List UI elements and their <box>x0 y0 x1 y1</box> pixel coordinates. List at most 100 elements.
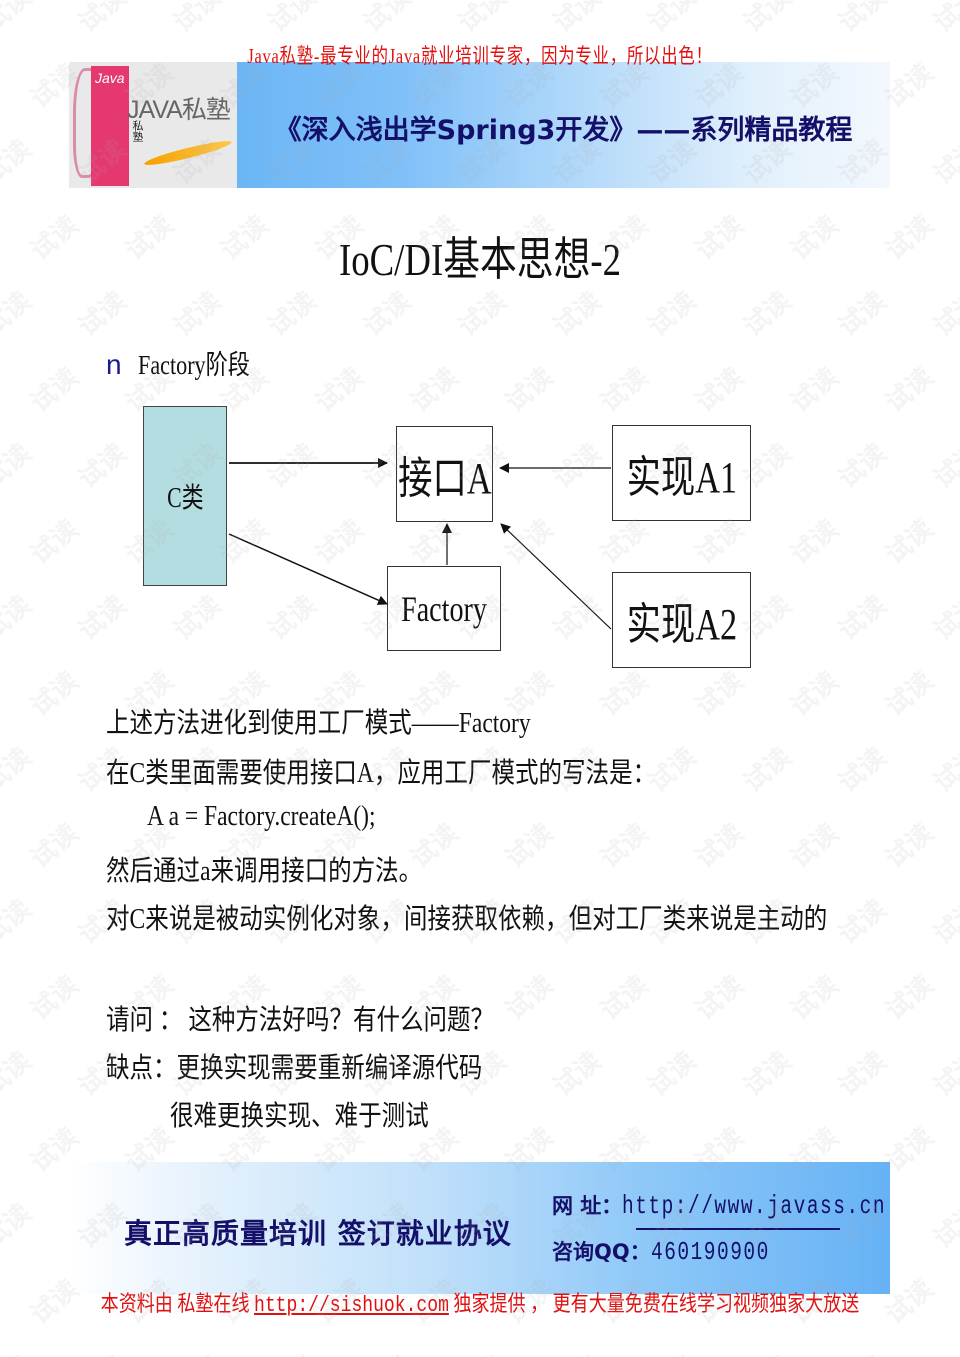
watermark-text: 试读 <box>738 1046 798 1103</box>
qq-row: 咨询QQ：460190900 <box>552 1236 809 1267</box>
node-impl-a2: 实现A2 <box>612 572 751 668</box>
arrow-a2-to-interface <box>500 523 612 630</box>
watermark-text: 试读 <box>259 1346 323 1357</box>
watermark-text: 试读 <box>544 1346 608 1357</box>
watermark-text: 试读 <box>500 514 560 571</box>
footer-slogan: 真正高质量培训 签订就业协议 <box>124 1217 512 1250</box>
logo-figure-text: 私塾 <box>131 120 144 142</box>
watermark-text: 试读 <box>168 590 228 647</box>
watermark-text: 试读 <box>354 1346 418 1357</box>
watermark-text: 试读 <box>0 438 38 495</box>
watermark-text: 试读 <box>405 362 465 419</box>
watermark-text: 试读 <box>738 286 798 343</box>
node-impl-a1: 实现A1 <box>612 425 751 521</box>
watermark-text: 试读 <box>0 742 38 799</box>
watermark-text: 试读 <box>263 286 323 343</box>
watermark-text: 试读 <box>548 438 608 495</box>
note-suffix: 独家提供 ， 更有大量免费在线学习视频独家大放送 <box>448 1291 860 1316</box>
watermark-text: 试读 <box>880 818 940 875</box>
watermark-text: 试读 <box>690 362 750 419</box>
watermark-text: 试读 <box>785 514 845 571</box>
watermark-text: 试读 <box>453 0 513 39</box>
watermark-text: 试读 <box>595 818 655 875</box>
watermark-text: 试读 <box>358 0 418 39</box>
watermark-text: 试读 <box>785 970 845 1027</box>
watermark-text: 试读 <box>168 286 228 343</box>
watermark-text: 试读 <box>310 362 370 419</box>
watermark-text: 试读 <box>263 590 323 647</box>
watermark-text: 试读 <box>643 286 703 343</box>
website-row: 网 址：http://www.javass.cn <box>552 1190 960 1221</box>
watermark-text: 试读 <box>69 1346 133 1357</box>
node-interface: 接口A <box>396 426 493 522</box>
series-title: 《深入浅出学Spring3开发》——系列精品教程 <box>274 115 853 146</box>
watermark-text: 试读 <box>548 286 608 343</box>
body-line-1: 上述方法进化到使用工厂模式——Factory <box>106 708 531 739</box>
watermark-text: 试读 <box>639 1346 703 1357</box>
bottom-note: 本资料由 私塾在线 http://sishuok.com 独家提供 ， 更有大量… <box>86 1286 873 1318</box>
watermark-text: 试读 <box>73 590 133 647</box>
watermark-text: 试读 <box>643 1046 703 1103</box>
bullet-text: Factory阶段 <box>137 350 250 380</box>
watermark-text: 试读 <box>548 1046 608 1103</box>
watermark-text: 试读 <box>829 1346 893 1357</box>
watermark-text: 试读 <box>643 0 703 39</box>
bullet-item: n Factory阶段 <box>106 343 274 382</box>
watermark-text: 试读 <box>928 0 960 39</box>
body-line-4: 然后通过a来调用接口的方法。 <box>106 856 423 887</box>
watermark-text: 试读 <box>310 514 370 571</box>
bullet-marker: n <box>106 349 122 380</box>
code-line: A a = Factory.createA(); <box>147 801 376 832</box>
watermark-text: 试读 <box>25 210 85 267</box>
watermark-text: 试读 <box>500 818 560 875</box>
website-link[interactable]: http://www.javass.cn <box>622 1191 887 1221</box>
brand-logo: Java 私塾 JAVA私塾 <box>69 62 237 188</box>
watermark-text: 试读 <box>785 362 845 419</box>
body-line-2: 在C类里面需要使用接口A，应用工厂模式的写法是： <box>106 758 657 789</box>
logo-badge <box>91 66 129 186</box>
watermark-text: 试读 <box>25 666 85 723</box>
node-client-class: C类 <box>143 406 227 586</box>
watermark-text: 试读 <box>928 742 960 799</box>
node-factory: Factory <box>387 566 501 651</box>
watermark-text: 试读 <box>928 134 960 191</box>
logo-brand-text: JAVA私塾 <box>127 96 231 124</box>
question-line: 请问 ： 这种方法好吗？有什么问题？ <box>106 1005 495 1036</box>
arrow-c-to-factory <box>228 533 388 605</box>
watermark-text: 试读 <box>833 438 893 495</box>
watermark-text: 试读 <box>833 590 893 647</box>
watermark-text: 试读 <box>880 970 940 1027</box>
watermark-text: 试读 <box>0 286 38 343</box>
watermark-text: 试读 <box>880 666 940 723</box>
watermark-text: 试读 <box>690 970 750 1027</box>
watermark-text: 试读 <box>0 0 38 39</box>
note-prefix: 本资料由 私塾在线 <box>100 1291 255 1316</box>
watermark-text: 试读 <box>595 666 655 723</box>
sishuok-link[interactable]: http://sishuok.com <box>254 1293 449 1318</box>
watermark-text: 试读 <box>0 894 38 951</box>
drawback-line-2: 很难更换实现、难于测试 <box>170 1101 429 1132</box>
drawback-line-1: 缺点：更换实现需要重新编译源代码 <box>106 1053 483 1084</box>
watermark-text: 试读 <box>880 362 940 419</box>
watermark-text: 试读 <box>168 0 228 39</box>
website-label: 网 址： <box>552 1194 623 1218</box>
watermark-text: 试读 <box>25 514 85 571</box>
body-line-5: 对C来说是被动实例化对象，间接获取依赖，但对工厂类来说是主动的 <box>106 904 828 935</box>
watermark-text: 试读 <box>500 362 560 419</box>
watermark-text: 试读 <box>0 590 38 647</box>
swoosh-icon <box>143 137 233 169</box>
website-underline <box>636 1228 840 1230</box>
watermark-text: 试读 <box>738 0 798 39</box>
watermark-text: 试读 <box>73 0 133 39</box>
watermark-text: 试读 <box>924 1346 960 1357</box>
watermark-text: 试读 <box>548 590 608 647</box>
logo-badge-text: Java <box>95 70 125 86</box>
watermark-text: 试读 <box>785 818 845 875</box>
watermark-text: 试读 <box>164 1346 228 1357</box>
watermark-text: 试读 <box>734 1346 798 1357</box>
watermark-text: 试读 <box>0 1046 38 1103</box>
watermark-text: 试读 <box>453 286 513 343</box>
watermark-text: 试读 <box>595 970 655 1027</box>
qq-label: 咨询QQ： <box>552 1240 651 1264</box>
